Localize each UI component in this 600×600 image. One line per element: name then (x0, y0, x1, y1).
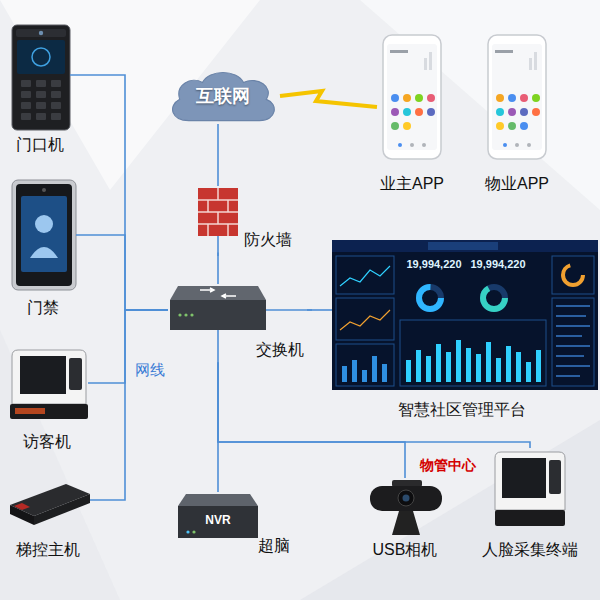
device-caption: 智慧社区管理平台 (398, 400, 526, 419)
network-cable (307, 309, 332, 311)
access-control-terminal: 门禁 (10, 178, 76, 321)
cable-label: 网线 (135, 361, 165, 378)
internet-cloud: 互联网 (166, 68, 280, 124)
wireless-link (280, 91, 377, 107)
device-caption: 物业APP (485, 174, 549, 193)
device-caption: 门口机 (16, 135, 64, 154)
device-caption: 业主APP (380, 174, 444, 193)
network-switch: 交换机 (168, 284, 307, 363)
access-control-illustration (12, 180, 76, 290)
door-station-illustration (12, 25, 70, 130)
network-cable (70, 75, 168, 310)
door-station: 门口机 (10, 23, 70, 158)
network-cable (218, 363, 530, 448)
device-caption: 访客机 (23, 432, 71, 451)
network-cable (217, 253, 219, 284)
device-caption: 防火墙 (244, 230, 292, 249)
face-terminal-illustration (495, 452, 565, 526)
device-caption: 门禁 (27, 298, 59, 317)
nvr-recorder: 超脑 (176, 492, 293, 559)
device-caption: 梯控主机 (16, 540, 80, 559)
device-marking: NVR (205, 514, 230, 528)
firewall-illustration (198, 188, 238, 256)
elevator-controller: 梯控主机 (8, 478, 90, 563)
network-cable (217, 124, 219, 186)
network-cable (90, 310, 168, 500)
dashboard-screen-illustration (332, 240, 598, 390)
usb-camera: USB相机 (366, 478, 446, 563)
elevator-controller-illustration (10, 484, 90, 525)
visitor-kiosk: 访客机 (8, 343, 88, 455)
owner-app-phone: 业主APP (377, 33, 447, 197)
management-platform-screen: 智慧社区管理平台 (332, 240, 598, 423)
firewall: 防火墙 (196, 186, 295, 253)
network-cable (88, 310, 168, 383)
network-cable (217, 363, 219, 492)
device-caption: USB相机 (373, 540, 438, 559)
nvr-illustration (178, 494, 258, 538)
device-caption: 交换机 (256, 340, 304, 359)
visitor-kiosk-illustration (10, 350, 88, 419)
dashboard-figure: 19,994,220 (470, 258, 525, 271)
owner-phone-illustration (383, 35, 441, 159)
switch-illustration (170, 286, 312, 368)
device-caption: 超脑 (258, 536, 290, 555)
property-app-phone: 物业APP (482, 33, 552, 197)
device-caption: 人脸采集终端 (482, 540, 578, 559)
network-cable (76, 235, 168, 310)
group-label: 物管中心 (420, 457, 476, 473)
property-phone-illustration (488, 35, 546, 159)
face-capture-terminal: 人脸采集终端 (479, 448, 581, 563)
cloud-label: 互联网 (196, 84, 250, 108)
dashboard-figure: 19,994,220 (406, 258, 461, 271)
usb-camera-illustration (370, 480, 442, 535)
network-cable (218, 363, 405, 478)
